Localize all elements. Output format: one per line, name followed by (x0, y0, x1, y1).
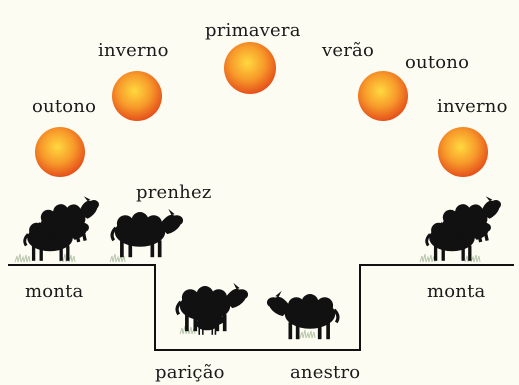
sun-icon (358, 71, 408, 121)
sun-icon (224, 42, 276, 94)
stage-label-mating: monta (427, 281, 486, 302)
season-label-spring: primavera (205, 20, 301, 41)
stage-label-mating: monta (25, 281, 84, 302)
sheep-mating-icon (23, 192, 108, 263)
stage-label-pregnancy: prenhez (136, 182, 212, 203)
season-label-summer: verão (322, 40, 374, 61)
sun-icon (438, 127, 488, 177)
season-label-autumn: outono (32, 96, 97, 117)
sun-icon (35, 127, 85, 177)
cycle-step-line (8, 264, 514, 351)
season-label-winter: inverno (98, 40, 169, 61)
stage-label-lambing: parição (155, 362, 225, 383)
season-label-winter: inverno (437, 96, 508, 117)
pregnant-ewe-icon (110, 207, 185, 259)
ewe-with-lamb-icon (175, 281, 250, 336)
sun-icon (112, 71, 162, 121)
sheep-mating-icon (425, 192, 510, 263)
stage-label-anestrus: anestro (290, 362, 361, 383)
season-label-autumn: outono (405, 52, 470, 73)
